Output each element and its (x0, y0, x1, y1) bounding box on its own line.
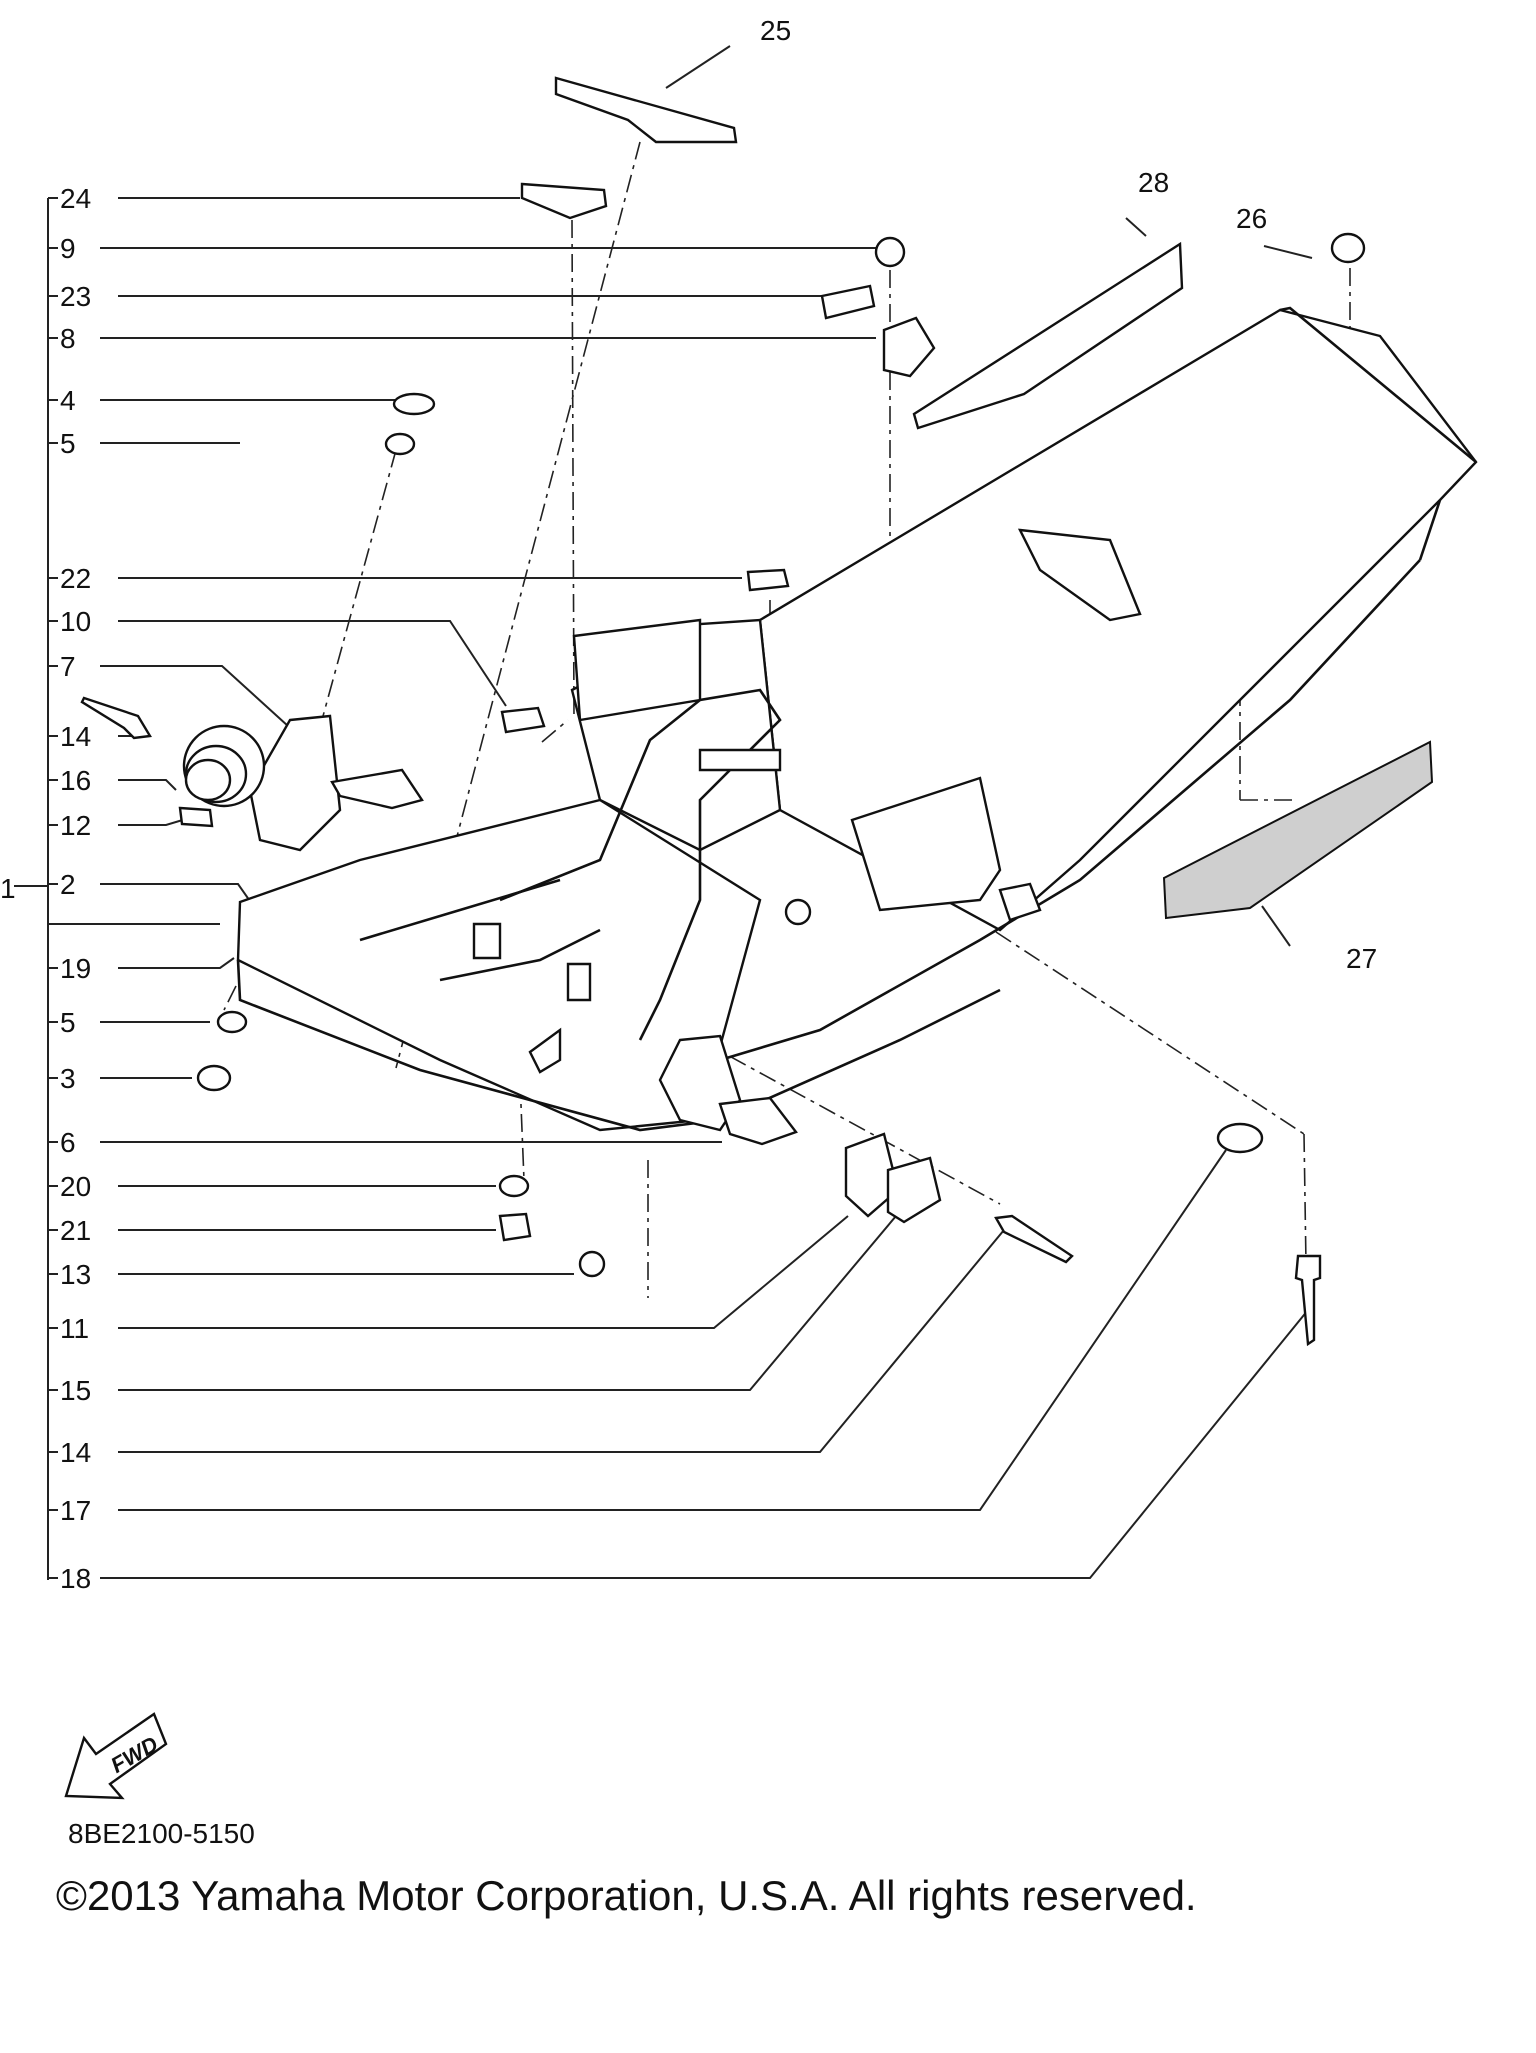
part-10-pad (500, 706, 546, 734)
part-23-pad (820, 284, 876, 320)
part-15-plate (886, 1156, 942, 1224)
callout-26: 26 (1236, 203, 1267, 234)
label-19: 19 (60, 953, 91, 984)
part-14-rivet (80, 696, 152, 740)
label-14: 14 (60, 721, 91, 752)
part-12-clamp (178, 806, 214, 828)
label-24: 24 (60, 183, 91, 214)
group-bracket (14, 198, 220, 1580)
label-23: 23 (60, 281, 91, 312)
part-20-nut (498, 1174, 530, 1198)
part-24-pad (520, 182, 608, 220)
callout-25: 25 (760, 15, 791, 46)
label-16: 16 (60, 765, 91, 796)
part-28-decal (912, 241, 1184, 430)
part-14b-rivet (994, 1214, 1074, 1264)
part-17-cap (1216, 1122, 1264, 1154)
label-18: 18 (60, 1563, 91, 1594)
frame-body (236, 306, 1478, 1132)
label-3: 3 (60, 1063, 76, 1094)
callout-28: 28 (1138, 167, 1169, 198)
copyright-notice: ©2013 Yamaha Motor Corporation, U.S.A. A… (56, 1872, 1197, 1919)
part-3-bush (196, 1064, 232, 1092)
part-8-plate (882, 316, 936, 378)
part-5b-collar (216, 1010, 248, 1034)
part-7-plate (330, 768, 424, 810)
label-17: 17 (60, 1495, 91, 1526)
part-13-washer (578, 1250, 606, 1278)
top-callouts: 25 28 26 27 1 (0, 15, 1377, 974)
part-5-collar (384, 432, 416, 456)
leader-lines (100, 45, 1313, 1579)
label-7: 7 (60, 651, 76, 682)
label-10: 10 (60, 606, 91, 637)
label-6: 6 (60, 1127, 76, 1158)
label-20: 20 (60, 1171, 91, 1202)
label-2: 2 (60, 869, 76, 900)
part-9-nut (874, 236, 906, 268)
part-16-boot (182, 724, 266, 808)
part-27-decal (1162, 740, 1434, 920)
part-22-pad (746, 568, 790, 592)
part-18-rivet (1294, 1254, 1322, 1347)
label-22: 22 (60, 563, 91, 594)
label-13: 13 (60, 1259, 91, 1290)
label-4: 4 (60, 385, 76, 416)
label-5: 5 (60, 428, 76, 459)
label-5: 5 (60, 1007, 76, 1038)
part-4-washer (392, 392, 436, 416)
part-11-plate (844, 1132, 900, 1218)
label-8: 8 (60, 323, 76, 354)
label-11: 11 (60, 1313, 89, 1344)
callout-27: 27 (1346, 943, 1377, 974)
label-21: 21 (60, 1215, 91, 1246)
part-25-pad (554, 76, 738, 144)
diagram-code: 8BE2100-5150 (68, 1818, 255, 1849)
part-21-nut (498, 1212, 532, 1242)
fwd-arrow-icon: FWD (64, 1712, 168, 1800)
label-15: 15 (60, 1375, 91, 1406)
left-label-column: 24 9 23 8 4 5 22 10 7 14 16 12 2 19 5 3 6 20 21 13 11 15 14 17 1… (48, 183, 91, 1594)
part-26-cap (1330, 232, 1366, 264)
part-6-plate (718, 1096, 798, 1146)
label-14: 14 (60, 1437, 91, 1468)
parts (80, 76, 1434, 1347)
label-12: 12 (60, 810, 91, 841)
label-9: 9 (60, 233, 76, 264)
callout-1: 1 (0, 873, 16, 904)
